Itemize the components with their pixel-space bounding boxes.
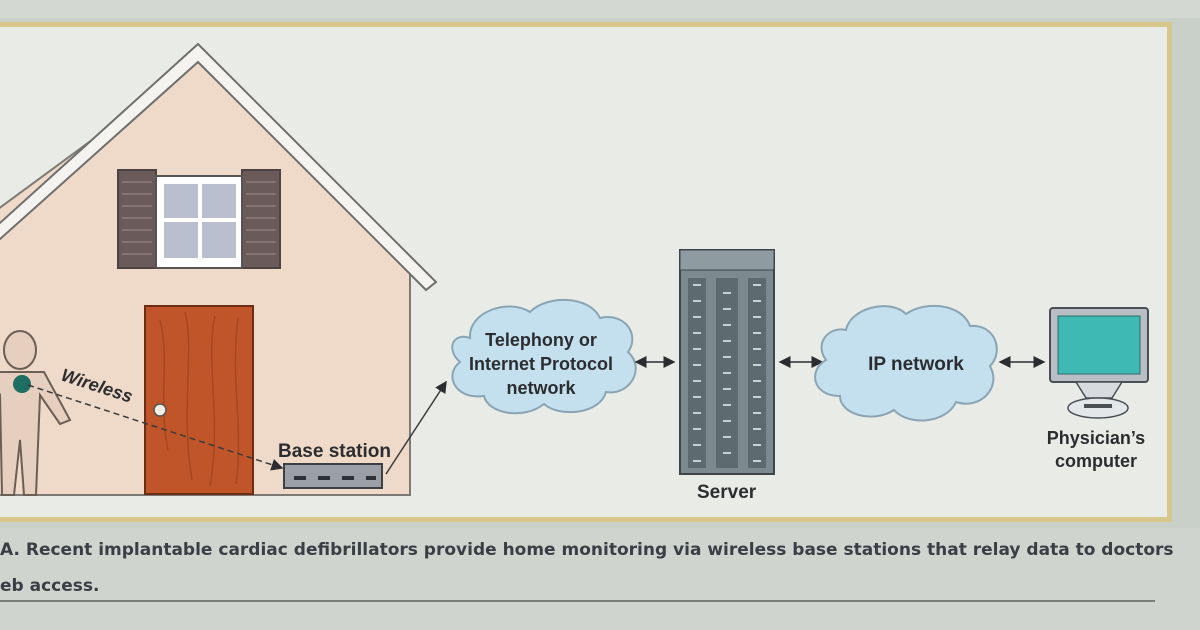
telephony-cloud-line-3: network	[506, 378, 576, 398]
server-label: Server	[697, 482, 757, 503]
house	[0, 42, 438, 496]
physician-label-line-1: Physician’s	[1047, 428, 1145, 448]
patient-figure	[0, 330, 72, 496]
implant-device	[13, 375, 31, 393]
base-station	[283, 463, 383, 489]
base-station-label: Base station	[278, 441, 391, 462]
house-roof-trim	[0, 42, 438, 292]
server	[679, 249, 775, 475]
physician-label-line-2: computer	[1055, 451, 1137, 471]
top-strip	[0, 0, 1200, 18]
caption-line-2: eb access.	[0, 576, 100, 596]
telephony-cloud: Telephony or Internet Protocol network	[451, 299, 637, 415]
uplink-arrow	[385, 380, 447, 475]
caption-line-1: A. Recent implantable cardiac defibrilla…	[0, 540, 1174, 560]
ip-network-cloud: IP network	[814, 304, 998, 422]
ip-network-label: IP network	[868, 354, 964, 375]
physician-computer	[1049, 307, 1149, 419]
caption-area	[0, 528, 1200, 630]
telephony-cloud-line-2: Internet Protocol	[469, 354, 613, 374]
caption-rule	[0, 600, 1155, 602]
telephony-cloud-line-1: Telephony or	[485, 330, 597, 350]
door-knob	[153, 403, 167, 417]
wireless-link	[27, 384, 284, 471]
